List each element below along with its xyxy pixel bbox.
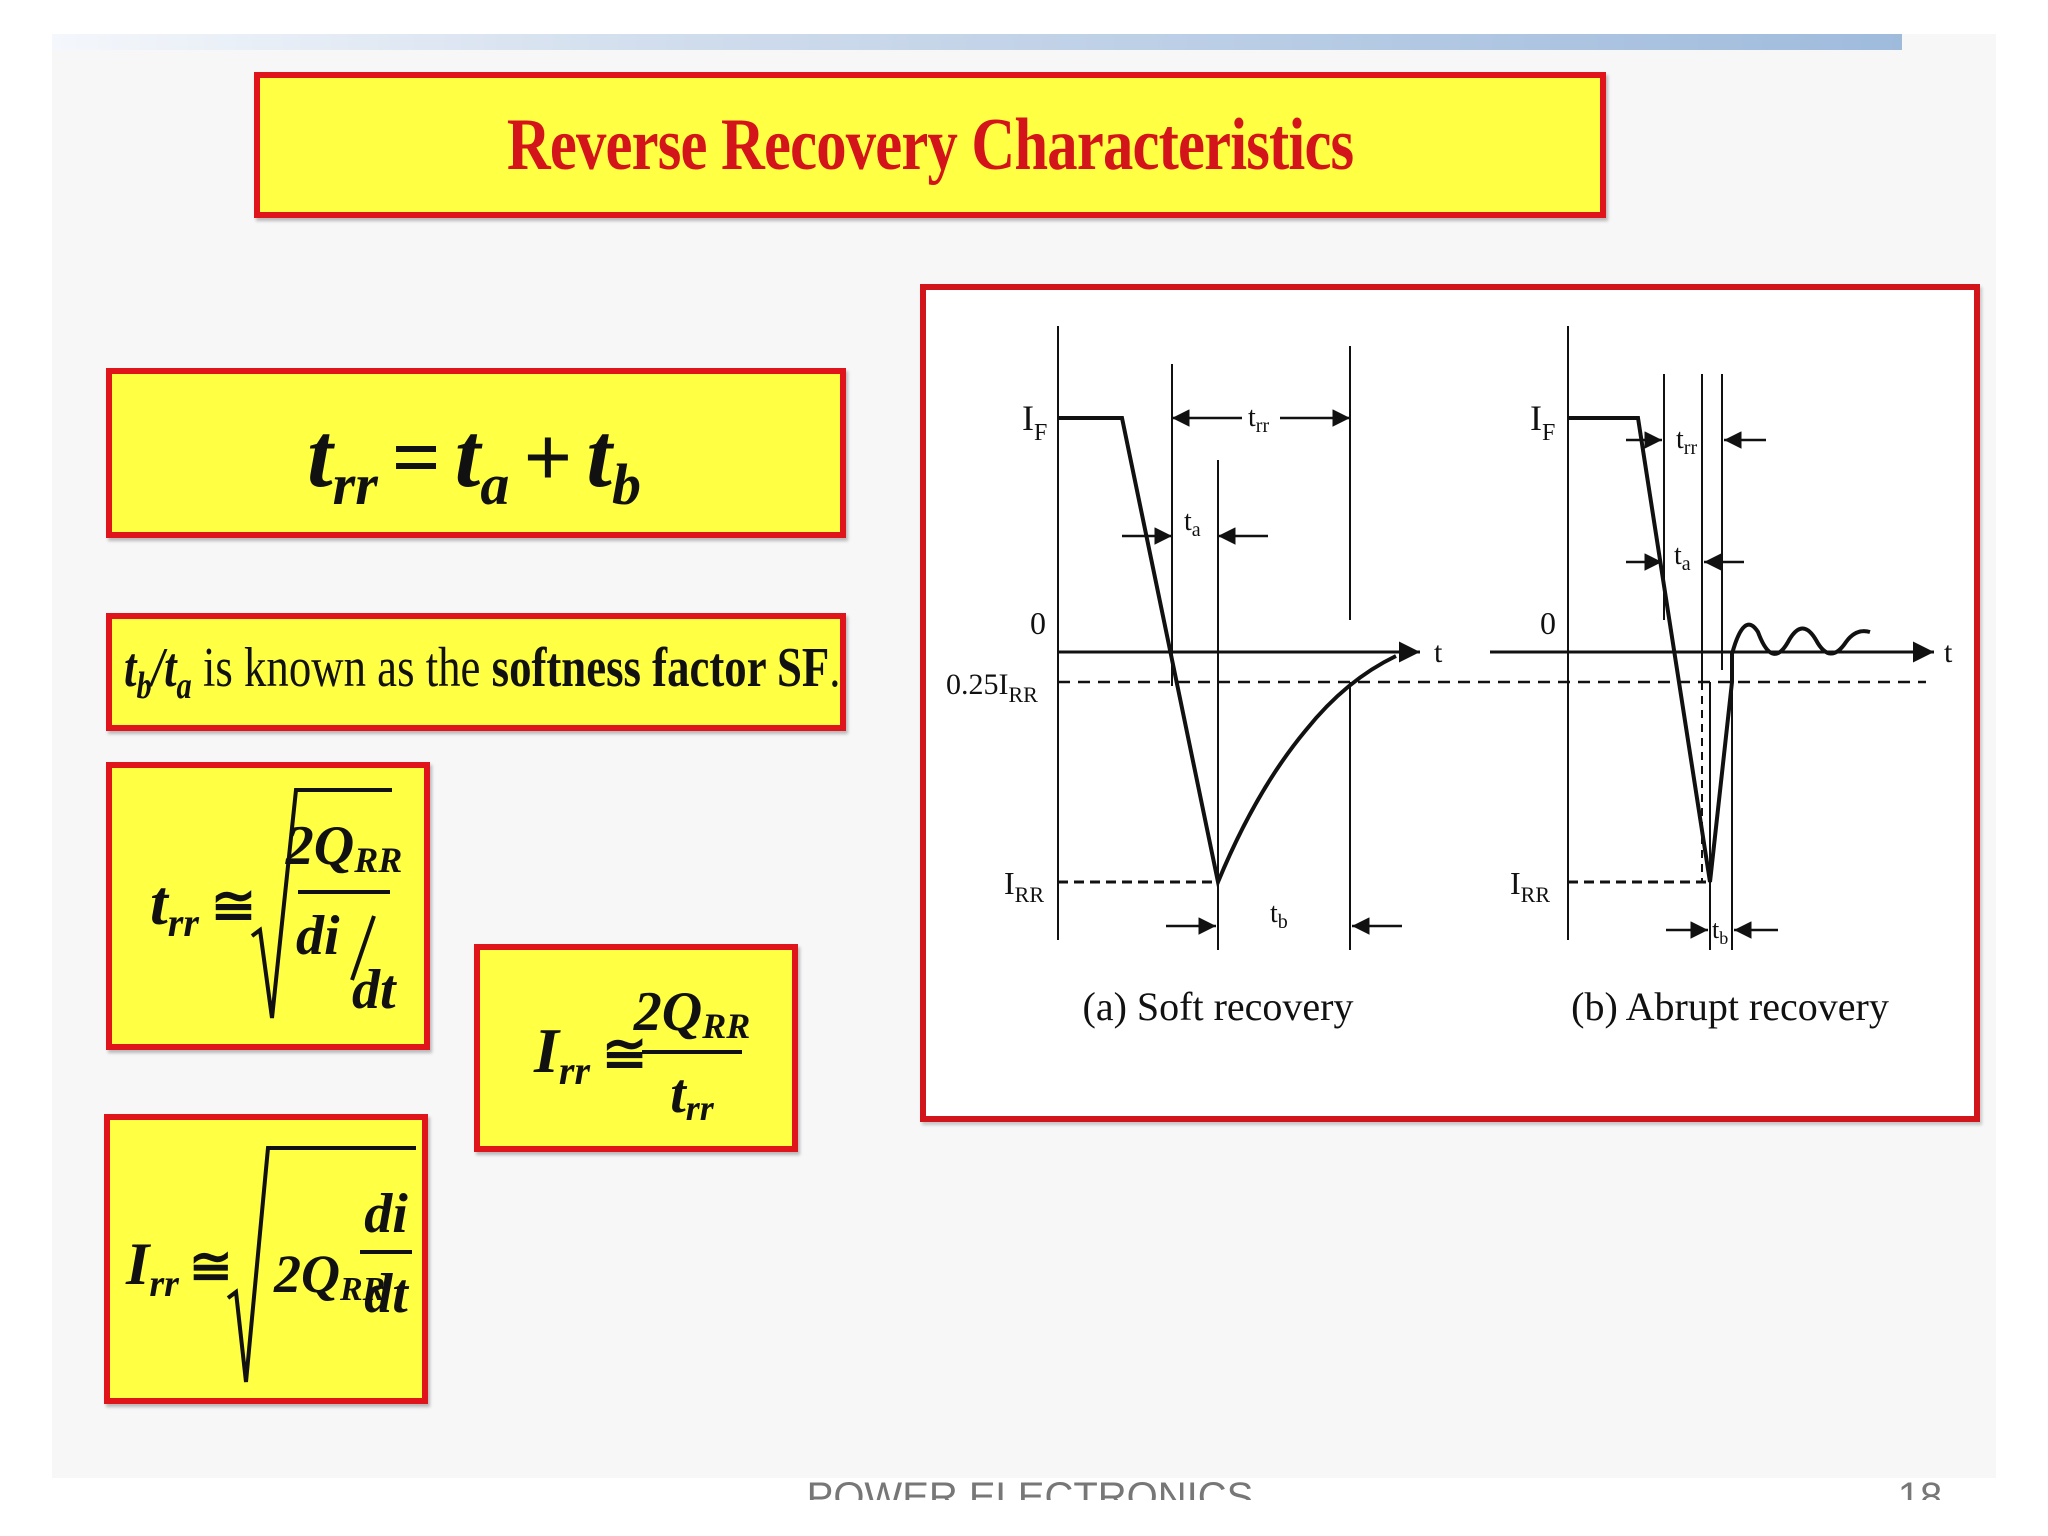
trr-sqrt-equation-box: trr≅ 2QRR di dt [106,762,430,1050]
irr-sqrt-dt: dt [364,1263,409,1325]
abrupt-current-waveform [1568,416,1871,883]
soft-current-waveform [1058,416,1397,889]
page-number: 18 [1897,1475,1943,1500]
abrupt-zero-label: 0 [1540,605,1556,641]
recovery-diagram-box: t IF 0 0.25IRR IRR trr ta tb (a) Soft re [920,284,1980,1122]
soft-tb-label: tb [1270,898,1288,933]
abrupt-recovery-caption: (b) Abrupt recovery [1571,984,1889,1029]
abrupt-if-label: IF [1530,398,1555,446]
irr-sqrt-di: di [364,1183,408,1245]
recovery-waveform-diagram: t IF 0 0.25IRR IRR trr ta tb (a) Soft re [946,326,1953,1029]
slide-title: Reverse Recovery Characteristics [506,103,1354,186]
irr-fraction-denominator: trr [670,1063,715,1128]
soft-irr-label: IRR [1004,865,1044,907]
irr-fraction-lhs: Irr≅ [533,1015,647,1093]
slash [350,915,376,981]
title-box: Reverse Recovery Characteristics [254,72,1606,218]
soft-recovery-caption: (a) Soft recovery [1083,984,1354,1029]
quarter-irr-label: 0.25IRR [946,668,1038,707]
soft-if-label: IF [1022,398,1047,446]
sqrt-radical [250,788,392,1019]
soft-trr-label: trr [1248,402,1269,437]
abrupt-ta-label: ta [1674,540,1691,575]
irr-fraction-equation: Irr≅ 2QRR trr [533,981,750,1128]
trr-sum-formula: trr=ta+tb [307,404,641,517]
softness-factor-box: tb/ta is known as the softness factor SF… [106,613,846,731]
trr-sqrt-lhs: trr≅ [150,867,256,945]
trr-sqrt-numerator: 2QRR [285,815,402,880]
trr-sum-equation-box: trr=ta+tb [106,368,846,538]
irr-sqrt-equation-box: Irr≅ 2QRR di dt [104,1114,428,1404]
softness-factor-text: tb/ta is known as the softness factor SF… [124,636,841,708]
abrupt-tb-label: tb [1712,915,1728,948]
soft-zero-label: 0 [1030,605,1046,641]
top-accent-bar [52,34,1902,50]
irr-sqrt-lhs: Irr≅ [125,1231,233,1305]
footer-title: POWER ELECTRONICS [806,1475,1254,1500]
abrupt-trr-label: trr [1676,424,1697,459]
irr-fraction-numerator: 2QRR [633,981,750,1046]
abrupt-irr-label: IRR [1510,865,1550,907]
abrupt-recovery-panel: t IF 0 IRR trr ta tb (b) Abrupt recovery [1490,326,1953,1029]
soft-t-axis-label: t [1434,636,1443,669]
soft-ta-label: ta [1184,506,1201,541]
abrupt-t-axis-label: t [1944,636,1953,669]
trr-sqrt-den-di: di [296,905,340,967]
trr-sqrt-den-dt: dt [352,959,397,1021]
irr-sqrt-coefficient: 2QRR [273,1244,385,1308]
irr-fraction-equation-box: Irr≅ 2QRR trr [474,944,798,1152]
irr-sqrt-equation: Irr≅ 2QRR di dt [125,1146,416,1383]
sqrt-radical [226,1146,416,1383]
trr-sqrt-equation: trr≅ 2QRR di dt [150,788,402,1021]
soft-recovery-panel: t IF 0 0.25IRR IRR trr ta tb (a) Soft re [946,326,1926,1029]
trr-sum-equation: trr=ta+tb [307,404,641,517]
